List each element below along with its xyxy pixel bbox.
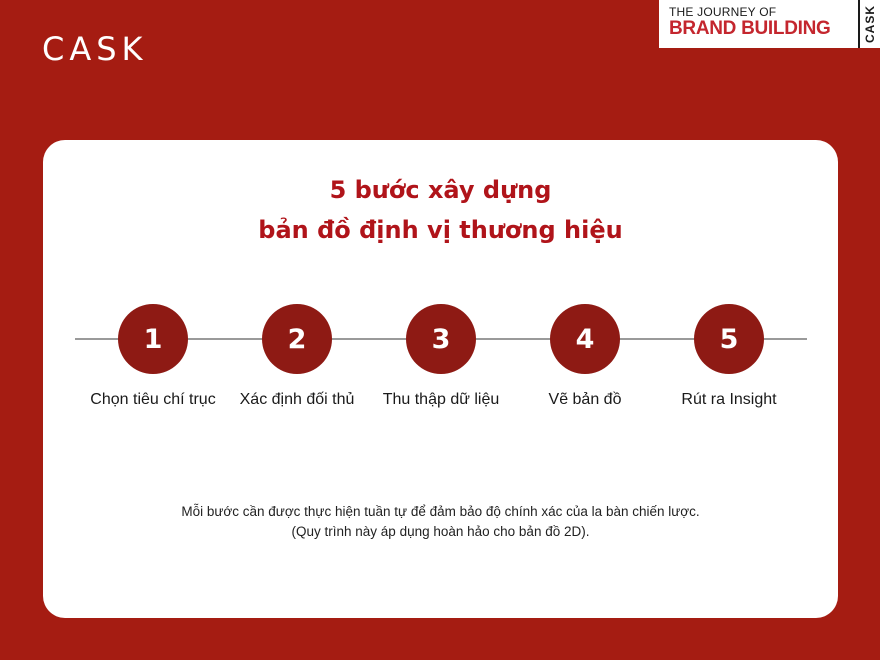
badge-side-tab: CASK: [858, 0, 880, 48]
step-3-label: Thu thập dữ liệu: [382, 391, 500, 408]
step-4: 4 Vẽ bản đồ: [510, 304, 660, 409]
step-4-label: Vẽ bản đồ: [548, 391, 622, 408]
footnote-line-2: (Quy trình này áp dụng hoàn hảo cho bản …: [291, 524, 590, 539]
step-2-circle: 2: [262, 304, 332, 374]
step-5-label: Rút ra Insight: [681, 391, 777, 408]
step-2: 2 Xác định đối thủ: [222, 304, 372, 409]
content-card: 5 bước xây dựng bản đồ định vị thương hi…: [43, 140, 838, 618]
footnote: Mỗi bước cần được thực hiện tuần tự để đ…: [43, 502, 838, 542]
badge-side-text: CASK: [863, 4, 877, 44]
step-5-circle: 5: [694, 304, 764, 374]
badge-text-block: THE JOURNEY OF BRAND BUILDING: [659, 0, 858, 48]
step-1-label: Chọn tiêu chí trục: [90, 391, 216, 408]
step-2-label: Xác định đối thủ: [239, 391, 355, 408]
step-1: 1 Chọn tiêu chí trục: [78, 304, 228, 409]
brand-building-badge: THE JOURNEY OF BRAND BUILDING CASK: [659, 0, 880, 48]
brand-logo: CASK: [42, 30, 148, 68]
footnote-line-1: Mỗi bước cần được thực hiện tuần tự để đ…: [181, 504, 700, 519]
badge-line-1: THE JOURNEY OF: [669, 5, 777, 19]
step-1-circle: 1: [118, 304, 188, 374]
title-line-1: 5 bước xây dựng: [329, 176, 552, 204]
diagram-title: 5 bước xây dựng bản đồ định vị thương hi…: [43, 170, 838, 250]
badge-line-2: BRAND BUILDING: [669, 18, 831, 39]
step-3: 3 Thu thập dữ liệu: [366, 304, 516, 409]
step-3-circle: 3: [406, 304, 476, 374]
title-line-2: bản đồ định vị thương hiệu: [258, 216, 623, 244]
step-4-circle: 4: [550, 304, 620, 374]
step-5: 5 Rút ra Insight: [654, 304, 804, 409]
